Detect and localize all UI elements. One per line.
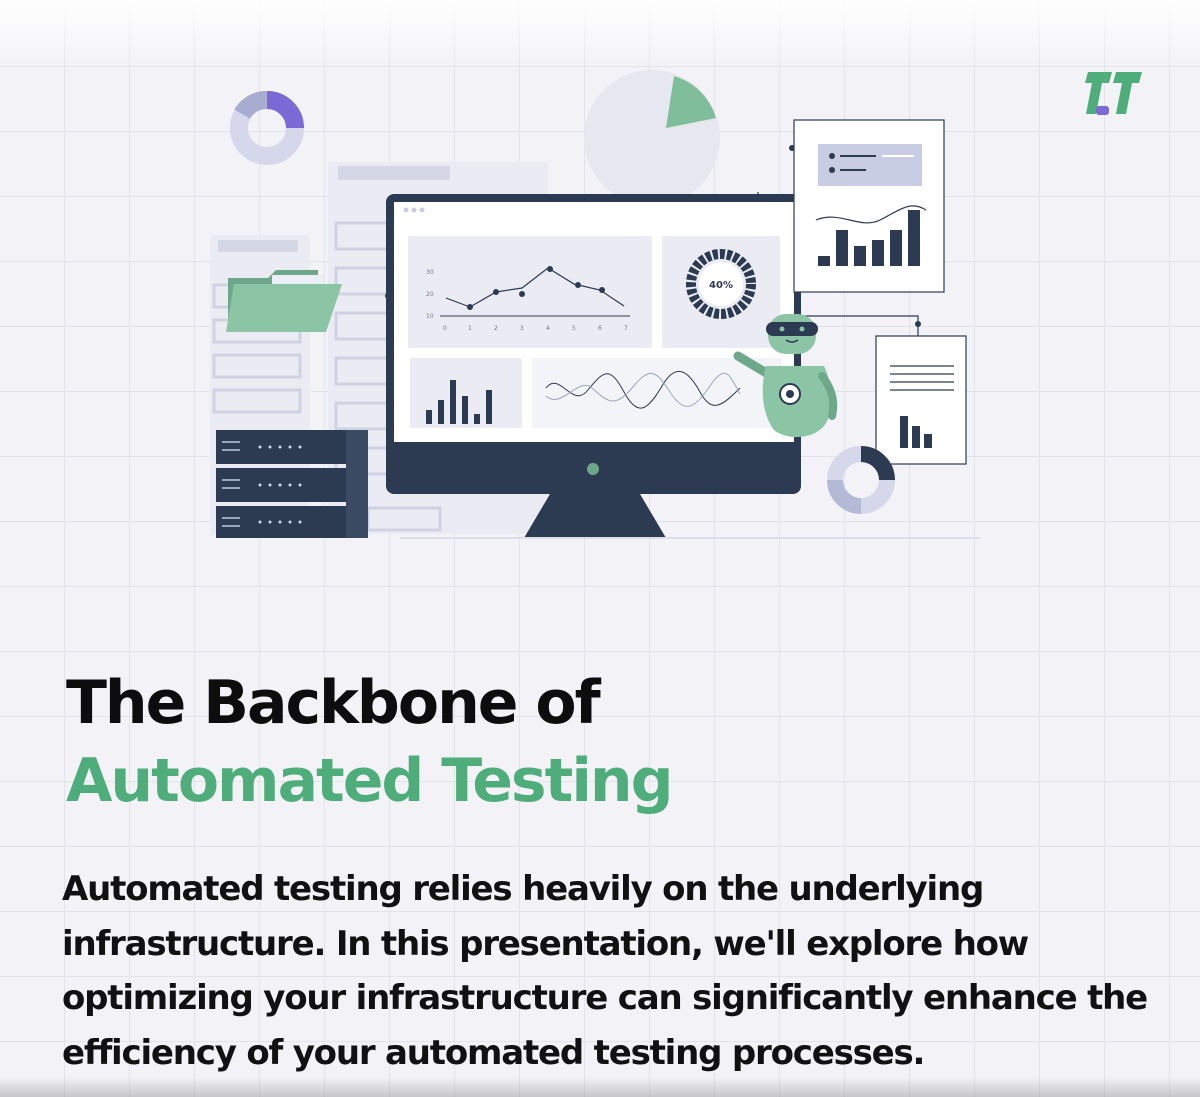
donut-chart-icon <box>827 446 895 514</box>
line-chart-x-tick: 2 <box>494 325 498 332</box>
line-chart-y-tick: 30 <box>426 269 434 276</box>
line-chart-x-tick: 0 <box>443 325 447 332</box>
line-chart-x-tick: 6 <box>598 325 602 332</box>
line-chart-x-tick: 5 <box>572 325 576 332</box>
bottom-shade <box>0 1077 1200 1097</box>
document-icon <box>875 335 967 465</box>
line-chart-x-tick: 3 <box>520 325 524 332</box>
server-stack-icon <box>216 430 368 538</box>
top-fade <box>0 0 1200 70</box>
gauge-label: 40% <box>709 280 733 291</box>
folder-icon <box>226 270 342 332</box>
robot-icon <box>733 314 838 438</box>
line-chart-x-tick: 4 <box>546 325 550 332</box>
line-chart-x-tick: 1 <box>468 325 472 332</box>
line-chart-y-tick: 20 <box>426 291 434 298</box>
monitor-icon: 30 20 10 0 1 2 3 4 5 6 7 40% <box>386 194 980 539</box>
line-chart-y-tick: 10 <box>426 313 434 320</box>
donut-chart-icon <box>230 91 304 165</box>
page-title: The Backbone of Automated Testing <box>66 664 674 820</box>
title-line-2-accent: Automated Testing <box>66 746 674 816</box>
infrastructure-illustration: 30 20 10 0 1 2 3 4 5 6 7 40% <box>210 70 980 539</box>
report-card-icon <box>793 119 945 293</box>
intro-paragraph: Automated testing relies heavily on the … <box>62 869 1148 1073</box>
title-line-1: The Backbone of <box>66 668 601 738</box>
tt-logo-icon <box>1085 72 1142 115</box>
pie-chart-icon <box>584 70 720 206</box>
line-chart-x-tick: 7 <box>624 325 628 332</box>
